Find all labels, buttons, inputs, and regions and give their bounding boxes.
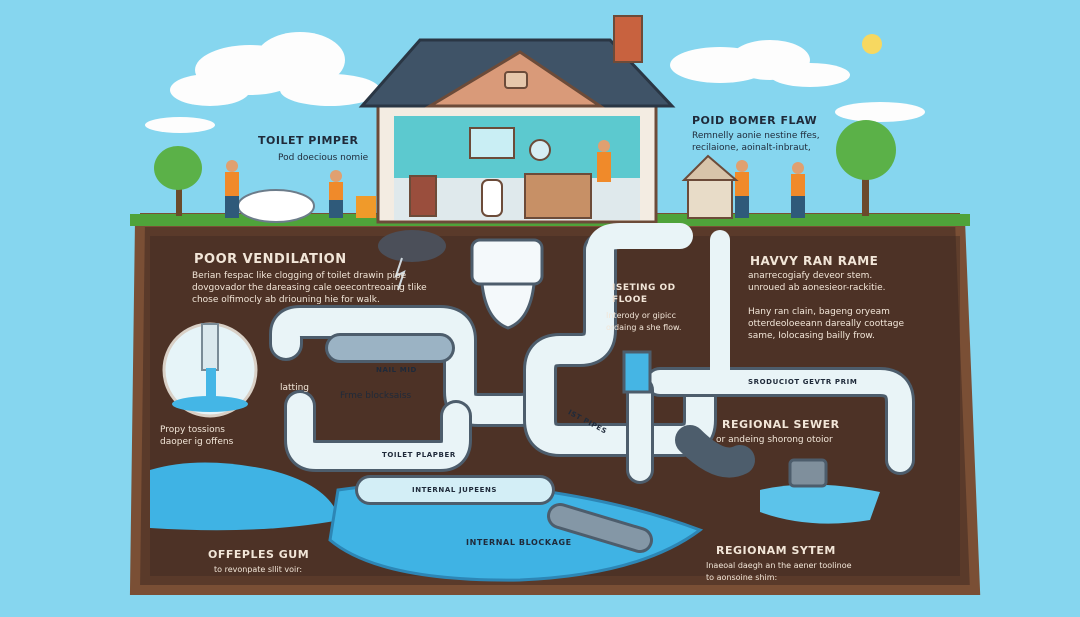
label-poid-bomer-title: POID BOMER FLAW	[692, 114, 818, 127]
label-heavy-rain-text1: anarrecogiafy deveor stem. unroued ab ao…	[748, 271, 886, 293]
label-poor-ventilation-title: POOR VENDILATION	[194, 252, 347, 267]
label-frme-blockages: Frme blocksaiss	[340, 391, 412, 401]
label-isting-floe-text: Interody or gipicc ordaing a she flow.	[606, 311, 682, 332]
pipe-tag-internal-blockage: INTERNAL BLOCKAGE	[466, 538, 572, 547]
sewer-valve	[788, 458, 828, 488]
label-regional-sewer-text: or andeing shorong otoior	[716, 435, 833, 445]
storm-cloud-icon	[378, 230, 446, 291]
cloud-icon	[145, 32, 925, 133]
pipe-tag-toilet-plapber: TOILET PLAPBER	[382, 451, 456, 459]
label-toilet-pimper-title: TOILET PIMPER	[258, 134, 359, 147]
pipe-tag-sewer: SRODUCIOT GEVTR PRIM	[748, 378, 858, 386]
label-offeples-gum-text: to revonpate sllit voir:	[214, 565, 303, 574]
label-heavy-rain-text2: Hany ran clain, bageng oryeam otterdeolo…	[748, 307, 905, 341]
label-regional-sewer-title: REGIONAL SEWER	[722, 418, 840, 431]
sun-icon	[862, 34, 882, 54]
label-regional-system-text: Inaeoal daegh an the aener toolinoe to a…	[706, 561, 852, 582]
pipe-network	[269, 223, 915, 553]
label-isting-floe-title: ISETING OD FLOOE	[612, 283, 676, 305]
label-poor-ventilation-text: Berian fespac like clogging of toilet dr…	[192, 271, 427, 305]
overflow-column	[622, 350, 652, 394]
label-heavy-rain-title: HAVVY RAN RAME	[750, 254, 879, 268]
tree-icon	[154, 120, 896, 216]
label-propy-tensions: Propy tossions daoper ig offens	[160, 425, 234, 447]
toilet-icon	[470, 238, 544, 330]
house-illustration	[358, 15, 676, 224]
shed-illustration	[681, 154, 739, 219]
worker-figures	[225, 140, 805, 223]
pipe-tag-nail-mid: NAIL MID	[376, 366, 417, 374]
water-pool-left	[150, 462, 340, 531]
label-toilet-pimper-text: Pod doecious nomie	[278, 153, 369, 163]
label-offeples-gum-title: OFFEPLES GUM	[208, 548, 310, 561]
pipe-tag-internal-jupeens: INTERNAL JUPEENS	[412, 486, 498, 494]
label-regional-system-title: REGIONAM SYTEM	[716, 544, 836, 557]
water-pool-right	[760, 484, 880, 524]
label-latting: latting	[280, 383, 309, 393]
label-poid-bomer-text: Remnelly aonie nestine ffes, recilaione,…	[692, 131, 820, 153]
